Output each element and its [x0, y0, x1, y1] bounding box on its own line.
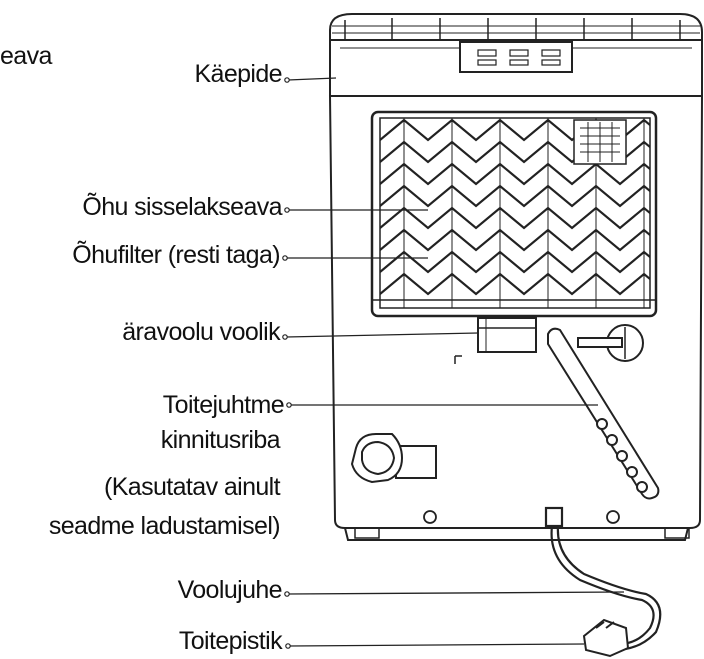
leader-lines — [285, 77, 625, 647]
cord-strip-label-3: (Kasutatav ainult — [103, 473, 281, 501]
foot-hole-right — [606, 510, 620, 524]
power-plug — [582, 618, 630, 658]
handle-label: Käepide — [194, 60, 282, 88]
air-inlet-label: Õhu sisselakseava — [82, 193, 282, 221]
control-panel — [459, 41, 573, 73]
power-cord-label: Voolujuhe — [177, 576, 283, 604]
leader-dots — [282, 77, 292, 649]
power-cord — [544, 506, 662, 652]
cut-off-label: eava — [0, 42, 52, 70]
air-inlet-grille — [370, 110, 658, 318]
power-plug-label: Toitepistik — [178, 627, 283, 655]
foot-hole-left — [423, 510, 437, 524]
cord-strip — [547, 327, 660, 500]
cord-strip-label-4: seadme ladustamisel) — [48, 512, 281, 540]
air-filter-label: Õhufilter (resti taga) — [72, 241, 280, 269]
water-connector — [350, 433, 437, 484]
drain-hose-connector — [577, 324, 644, 362]
drain-hose-label: äravoolu voolik — [122, 318, 280, 346]
top-vent — [332, 18, 700, 40]
cord-strip-label-1: Toitejuhtme — [162, 391, 285, 419]
small-mark — [454, 355, 462, 364]
cord-strip-label-2: kinnitusriba — [160, 426, 281, 454]
drain-outlet — [477, 317, 537, 353]
